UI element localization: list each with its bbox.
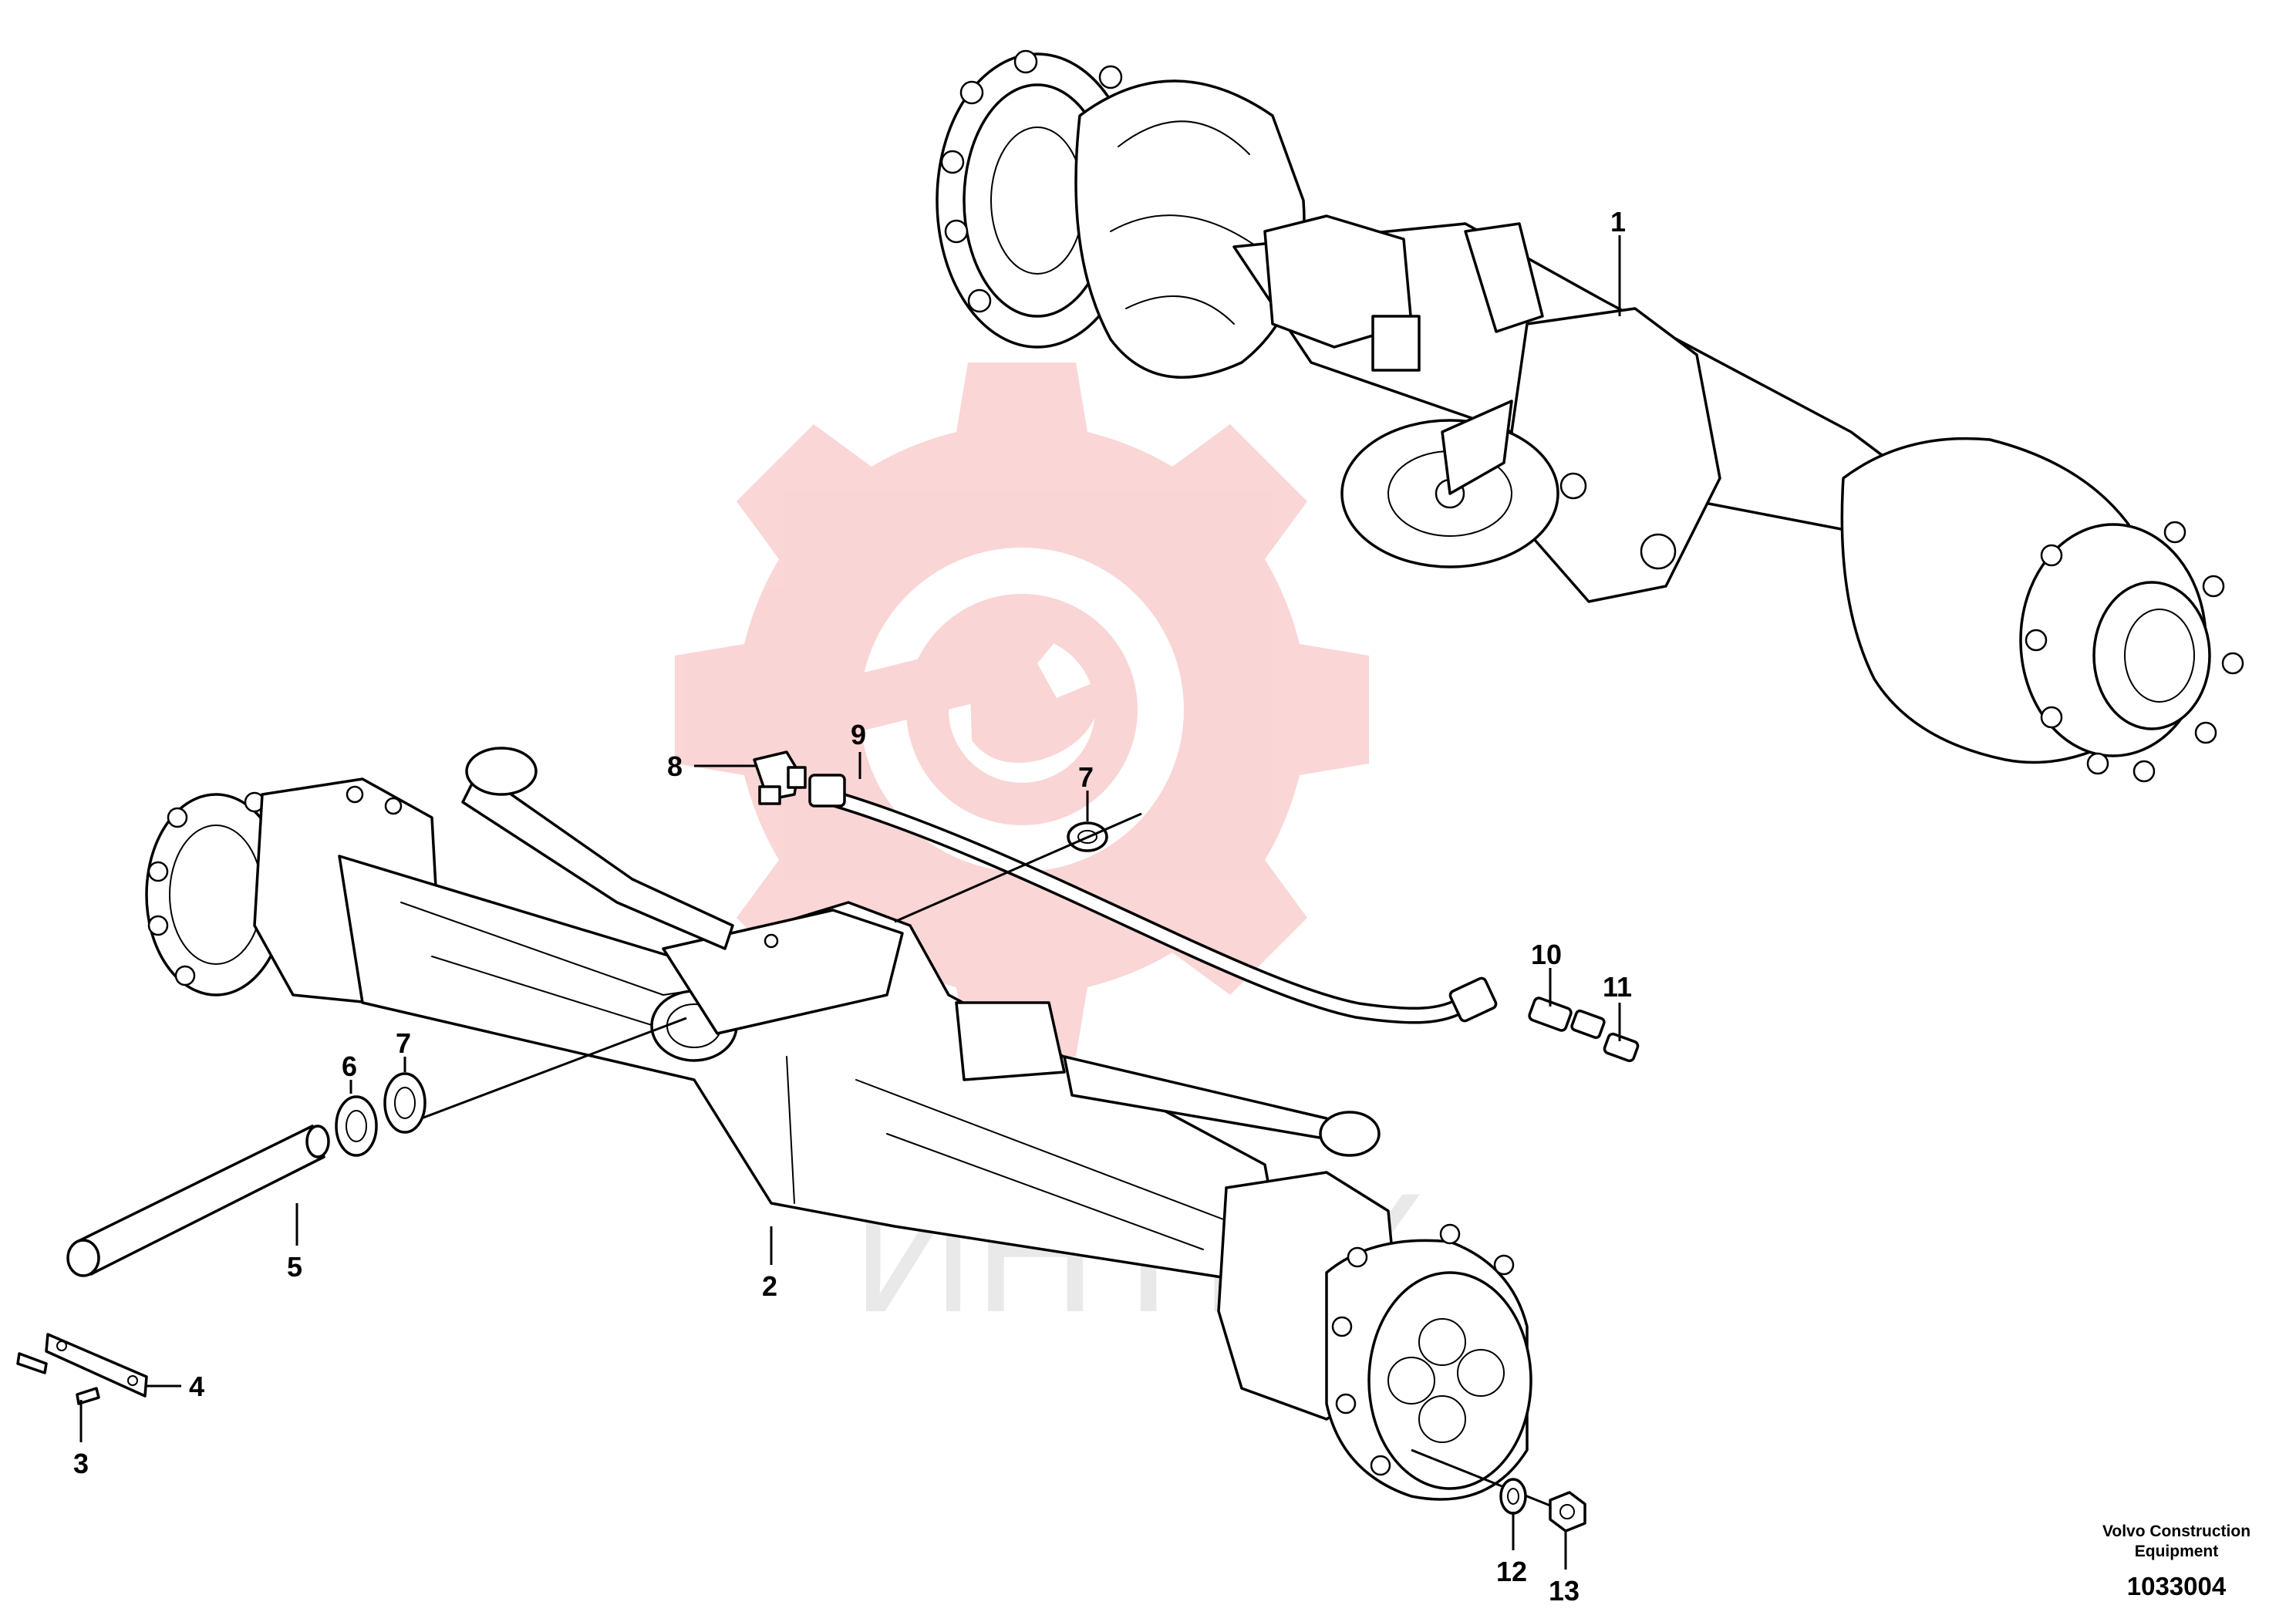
callout-7-upper: 7 <box>1078 761 1094 793</box>
adapter-fitting <box>1528 996 1606 1040</box>
pin <box>66 1125 330 1277</box>
front-axle-assembly <box>145 747 1532 1501</box>
callout-9: 9 <box>851 719 866 750</box>
washer-6 <box>335 1095 378 1157</box>
credit-line-2: Equipment <box>2135 1543 2219 1560</box>
rear-axle-assembly <box>936 49 2244 783</box>
callout-8: 8 <box>667 750 683 782</box>
figure-number: 1033004 <box>2127 1572 2227 1600</box>
callout-7-lower: 7 <box>396 1027 411 1059</box>
callout-12: 12 <box>1496 1556 1527 1587</box>
plug-fitting <box>1603 1032 1640 1063</box>
callout-13: 13 <box>1549 1575 1580 1607</box>
lock-plate <box>45 1333 148 1398</box>
gear-icon <box>675 363 1369 1057</box>
callout-5: 5 <box>287 1251 302 1283</box>
hydraulic-hose <box>808 774 1498 1024</box>
leader-lines <box>79 235 1621 1570</box>
bolt <box>16 1352 100 1405</box>
wheel-nut <box>1549 1491 1586 1533</box>
elbow-fitting <box>753 750 807 805</box>
washer-12 <box>1499 1478 1527 1515</box>
callout-1: 1 <box>1610 206 1626 238</box>
watermark-logo <box>675 363 1369 1057</box>
callout-2: 2 <box>762 1270 777 1302</box>
callout-3: 3 <box>73 1448 89 1479</box>
wrench-icon <box>698 602 1103 767</box>
callout-4: 4 <box>189 1371 204 1402</box>
callout-labels: 1 2 3 4 5 6 7 7 8 9 10 11 12 13 <box>73 206 1632 1607</box>
callout-11: 11 <box>1603 971 1632 1003</box>
credit-line-1: Volvo Construction <box>2102 1523 2250 1540</box>
washer-7 <box>383 1072 426 1134</box>
callout-6: 6 <box>342 1050 357 1082</box>
callout-10: 10 <box>1531 939 1562 970</box>
